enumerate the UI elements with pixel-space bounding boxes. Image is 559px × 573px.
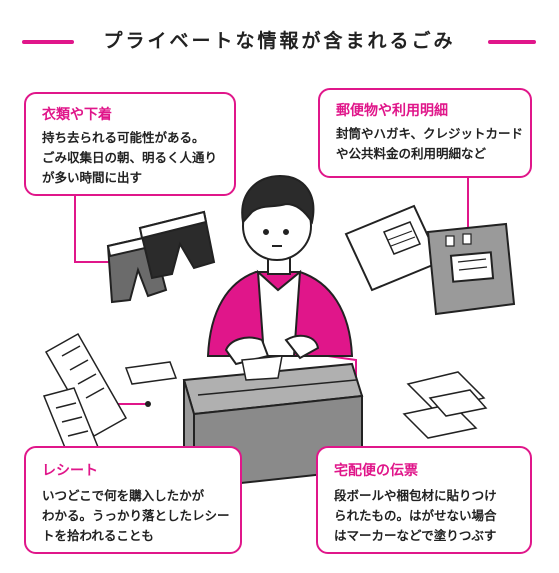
callout-receipt-heading: レシート bbox=[42, 463, 98, 479]
title-left-bar bbox=[22, 40, 74, 44]
callout-receipt-body: いつどこで何を購入したかが わかる。うっかり落としたレシー トを拾われることも bbox=[42, 488, 230, 543]
statement-icon bbox=[426, 222, 516, 316]
callout-mail: 郵便物や利用明細 封筒やハガキ、クレジットカード や公共料金の利用明細など bbox=[318, 88, 532, 178]
page-title: プライベートな情報が含まれるごみ bbox=[103, 30, 456, 52]
underwear-black-icon bbox=[138, 210, 216, 280]
callout-shipping-body: 段ボールや梱包材に貼りつけ られたもの。はがせない場合 はマーカーなどで塗りつぶ… bbox=[334, 488, 497, 543]
connector-clothes bbox=[74, 196, 118, 263]
callout-mail-heading: 郵便物や利用明細 bbox=[336, 103, 448, 119]
callout-receipt: レシート いつどこで何を購入したかが わかる。うっかり落としたレシー トを拾われ… bbox=[24, 446, 242, 554]
callout-clothes-heading: 衣類や下着 bbox=[42, 107, 112, 123]
callout-clothes-body: 持ち去られる可能性がある。 ごみ収集日の朝、明るく人通り が多い時間に出す bbox=[42, 130, 218, 185]
callout-shipping: 宅配便の伝票 段ボールや梱包材に貼りつけ られたもの。はがせない場合 はマーカー… bbox=[316, 446, 532, 554]
shipping-slip-icon bbox=[241, 355, 283, 381]
callout-clothes: 衣類や下着 持ち去られる可能性がある。 ごみ収集日の朝、明るく人通り が多い時間… bbox=[24, 92, 236, 196]
callout-shipping-heading: 宅配便の伝票 bbox=[334, 463, 418, 479]
title-right-bar bbox=[488, 40, 536, 44]
person-illustration bbox=[206, 174, 354, 366]
paper-scrap-icon bbox=[124, 361, 178, 385]
title-area: プライベートな情報が含まれるごみ bbox=[0, 22, 559, 62]
envelope-icon bbox=[344, 204, 442, 292]
connector-dot-receipt bbox=[145, 401, 151, 407]
packing-material-icon bbox=[402, 371, 488, 439]
callout-mail-body: 封筒やハガキ、クレジットカード や公共料金の利用明細など bbox=[336, 126, 524, 161]
